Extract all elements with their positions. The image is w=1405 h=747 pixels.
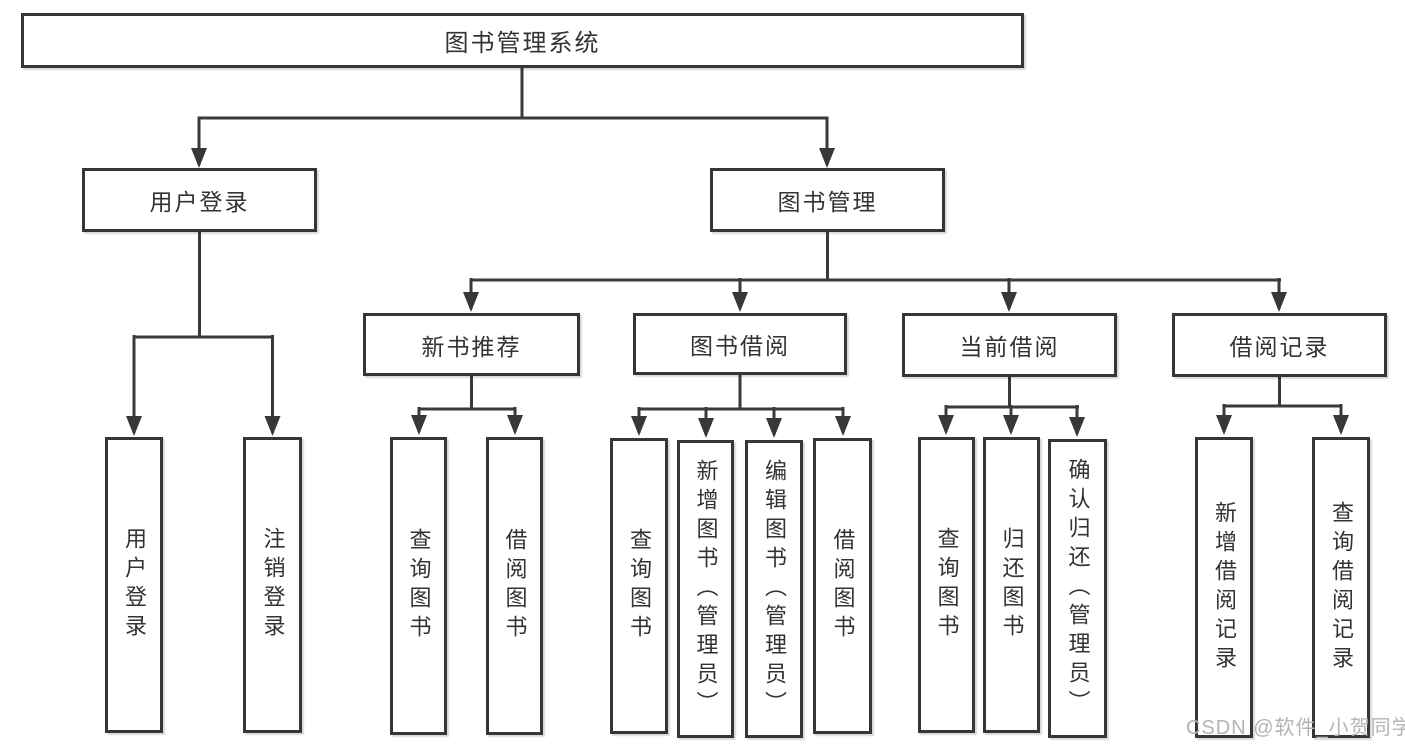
node-label: 新书推荐 <box>421 333 522 360</box>
node-library-management-system: 图书管理系统 <box>21 13 1024 68</box>
node-new-book-recommend: 新书推荐 <box>363 313 580 376</box>
node-label: 查询图书 <box>934 527 960 643</box>
node-label: 确认归还（管理员） <box>1065 458 1091 719</box>
node-label: 借阅图书 <box>830 528 856 644</box>
node-label: 查询图书 <box>627 528 652 644</box>
leaf-query-books-recommend: 查询图书 <box>390 437 447 735</box>
node-label: 用户登录 <box>122 527 147 643</box>
leaf-user-login: 用户登录 <box>105 437 163 733</box>
node-label: 当前借阅 <box>959 334 1060 360</box>
node-book-management-branch: 图书管理 <box>710 168 945 232</box>
node-label: 查询借阅记录 <box>1329 500 1354 675</box>
node-label: 查询图书 <box>406 528 432 644</box>
node-current-borrowing: 当前借阅 <box>902 313 1117 377</box>
node-label: 新增借阅记录 <box>1212 500 1237 675</box>
node-label: 归还图书 <box>999 527 1025 643</box>
leaf-confirm-return-admin: 确认归还（管理员） <box>1048 439 1107 738</box>
leaf-add-borrow-record: 新增借阅记录 <box>1195 437 1253 738</box>
node-label: 用户登录 <box>149 189 250 215</box>
leaf-borrow-books: 借阅图书 <box>813 438 872 734</box>
node-label: 编辑图书（管理员） <box>762 458 787 720</box>
node-borrowing-records: 借阅记录 <box>1172 313 1387 377</box>
node-label: 借阅图书 <box>502 528 528 644</box>
node-label: 图书借阅 <box>690 333 790 359</box>
node-label: 新增图书（管理员） <box>693 458 719 720</box>
leaf-edit-books-admin: 编辑图书（管理员） <box>745 440 803 738</box>
csdn-watermark: CSDN @软件_小贺同学 <box>1186 717 1405 739</box>
leaf-query-books-current: 查询图书 <box>918 437 975 733</box>
node-label: 借阅记录 <box>1229 334 1330 360</box>
leaf-query-books-borrowing: 查询图书 <box>610 438 668 734</box>
node-label: 图书管理系统 <box>444 30 601 57</box>
node-label: 图书管理 <box>777 189 878 215</box>
leaf-query-borrow-record: 查询借阅记录 <box>1312 437 1370 738</box>
leaf-logout: 注销登录 <box>243 437 302 733</box>
node-user-login-branch: 用户登录 <box>82 168 317 232</box>
node-book-borrowing: 图书借阅 <box>633 313 847 375</box>
leaf-return-books: 归还图书 <box>983 437 1040 733</box>
leaf-add-books-admin: 新增图书（管理员） <box>677 440 734 738</box>
node-label: 注销登录 <box>260 527 286 643</box>
leaf-borrow-books-recommend: 借阅图书 <box>486 437 543 735</box>
